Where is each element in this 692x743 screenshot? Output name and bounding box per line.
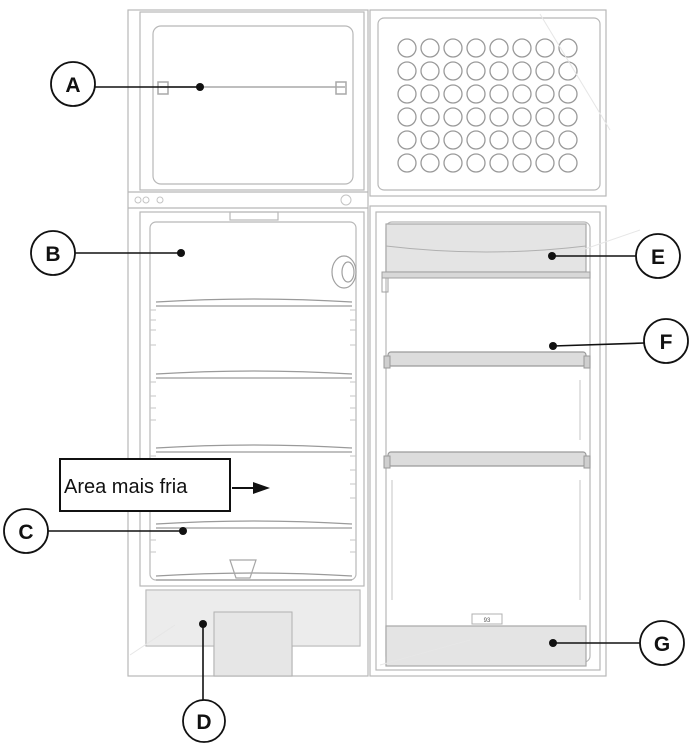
callout-a-label: A — [65, 74, 80, 97]
note-box — [59, 458, 231, 512]
callout-b-label: B — [45, 243, 60, 266]
callout-d-label: D — [196, 711, 211, 734]
fridge-door — [369, 9, 607, 677]
callout-b: B — [30, 230, 76, 276]
shelf-supports — [150, 309, 356, 553]
leader-dots — [177, 83, 557, 647]
temperature-knobs — [134, 194, 352, 206]
callout-f: F — [643, 318, 689, 364]
callout-d: D — [182, 699, 226, 743]
door-control-label: 93 — [484, 618, 491, 624]
callout-e: E — [635, 233, 681, 279]
note-text: Area mais fria — [64, 476, 188, 498]
callout-e-label: E — [651, 246, 665, 269]
callout-f-label: F — [660, 331, 673, 354]
leader-lines — [48, 86, 645, 702]
callout-g-label: G — [654, 633, 670, 656]
freezer-shelf-rail — [157, 81, 347, 95]
egg-holder-grid — [397, 38, 578, 173]
callout-g: G — [639, 620, 685, 666]
door-bin-top — [381, 223, 591, 293]
thermostat-unit — [331, 255, 357, 289]
note-arrow-head — [253, 482, 270, 494]
callout-c: C — [3, 508, 49, 554]
crisper-drawer-front — [213, 611, 293, 677]
coldest-area-note: Area mais fria — [59, 458, 270, 512]
reflection-lines — [129, 13, 641, 666]
door-shelves — [383, 351, 591, 600]
callout-c-label: C — [18, 521, 33, 544]
drain-funnel — [229, 559, 257, 579]
fridge-shelves — [155, 298, 353, 581]
callout-a: A — [50, 61, 96, 107]
